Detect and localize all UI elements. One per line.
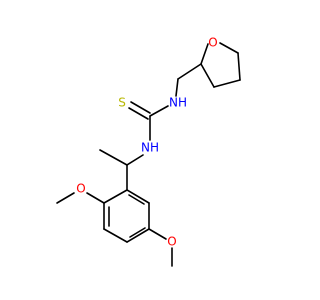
bond-o-ortho-methyl — [56, 192, 75, 204]
bond-ar-o-meta — [148, 228, 167, 240]
bond-ar-3-4 — [103, 228, 128, 243]
bond-ar-6-1 — [126, 189, 150, 204]
oxolane-ring — [200, 42, 241, 88]
bond-nh-upper-c — [149, 105, 169, 117]
bond-c2-ch2 — [177, 63, 202, 80]
bond-ar-4-5 — [126, 228, 150, 243]
atom-label-nh-upper: NH — [169, 96, 187, 110]
bond-cs-double-a — [130, 101, 151, 114]
benzene-ring — [103, 189, 150, 243]
atom-label-sulfur: S — [118, 96, 126, 110]
bond-ring-o-c2 — [200, 43, 209, 65]
bond-cs-double-b — [128, 107, 149, 120]
bond-ring-c4-c3 — [213, 79, 241, 88]
bond-ch-methyl — [99, 149, 128, 166]
bond-ring-o-c5 — [219, 42, 239, 54]
atom-label-oxygen-meta: O — [167, 235, 176, 249]
atom-label-oxygen-ring: O — [208, 36, 217, 50]
bond-nh-lower-ch — [126, 154, 144, 166]
bond-ring-c3-c2 — [200, 63, 215, 88]
bond-ch2-nh-upper — [175, 78, 179, 97]
molecule-structure: O S NH NH O O — [56, 36, 241, 267]
bond-ar-o-ortho — [86, 192, 105, 204]
atom-label-oxygen-ortho: O — [76, 182, 85, 196]
bond-ar-inner-c — [128, 194, 145, 205]
bond-ar-inner-b — [129, 227, 146, 238]
bond-ar-1-2 — [103, 189, 128, 204]
atom-label-nh-lower: NH — [141, 141, 159, 155]
bond-ring-c5-c4 — [237, 52, 241, 81]
